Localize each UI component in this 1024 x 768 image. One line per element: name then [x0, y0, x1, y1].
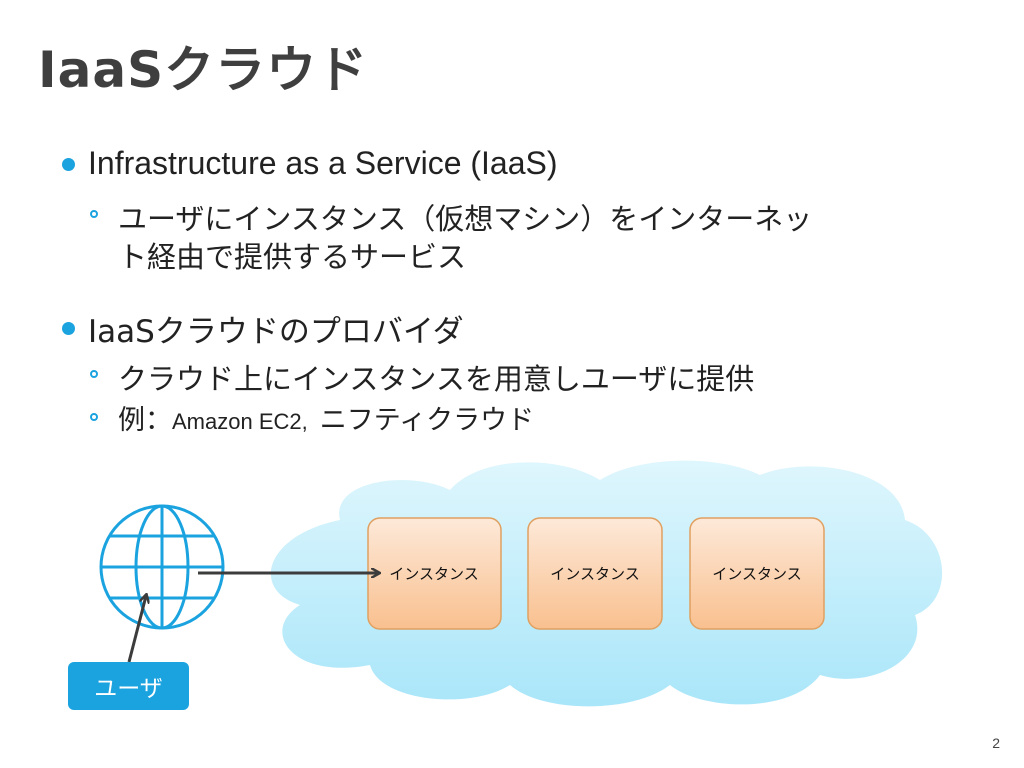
bullet-2-text: IaaSクラウドのプロバイダ	[88, 314, 464, 350]
example-label: 例：	[118, 405, 172, 436]
sub-bullet-ring-3	[90, 413, 98, 421]
page-number: 2	[992, 735, 1000, 751]
sub-bullet-1-line1: ユーザにインスタンス（仮想マシン）をインターネッ	[118, 202, 813, 236]
bullet-1-text: Infrastructure as a Service (IaaS)	[88, 145, 558, 181]
bullet-dot-2	[62, 322, 75, 335]
user-badge: ユーザ	[68, 662, 189, 710]
sub-bullet-1-line2: ト経由で提供するサービス	[118, 240, 467, 274]
instance-box-2: インスタンス	[527, 517, 663, 630]
instance-label-2: インスタンス	[550, 565, 639, 583]
instance-box-3: インスタンス	[689, 517, 825, 630]
sub-bullet-ring-1	[90, 210, 98, 218]
instance-box-1: インスタンス	[367, 517, 502, 630]
user-label: ユーザ	[94, 676, 163, 702]
sub-bullet-3: 例：Amazon EC2, ニフティクラウド	[118, 398, 534, 437]
instance-label-1: インスタンス	[389, 565, 478, 583]
instance-label-3: インスタンス	[712, 565, 801, 583]
sub-bullet-2-text: クラウド上にインスタンスを用意しユーザに提供	[118, 362, 755, 396]
example-providers: Amazon EC2,	[172, 409, 308, 434]
bullet-dot-1	[62, 158, 75, 171]
slide-title: IaaSクラウド	[38, 41, 369, 99]
globe-icon	[99, 504, 225, 630]
example-provider-2: ニフティクラウド	[319, 405, 535, 436]
user-to-globe-arrow	[127, 596, 146, 663]
sub-bullet-ring-2	[90, 370, 98, 378]
